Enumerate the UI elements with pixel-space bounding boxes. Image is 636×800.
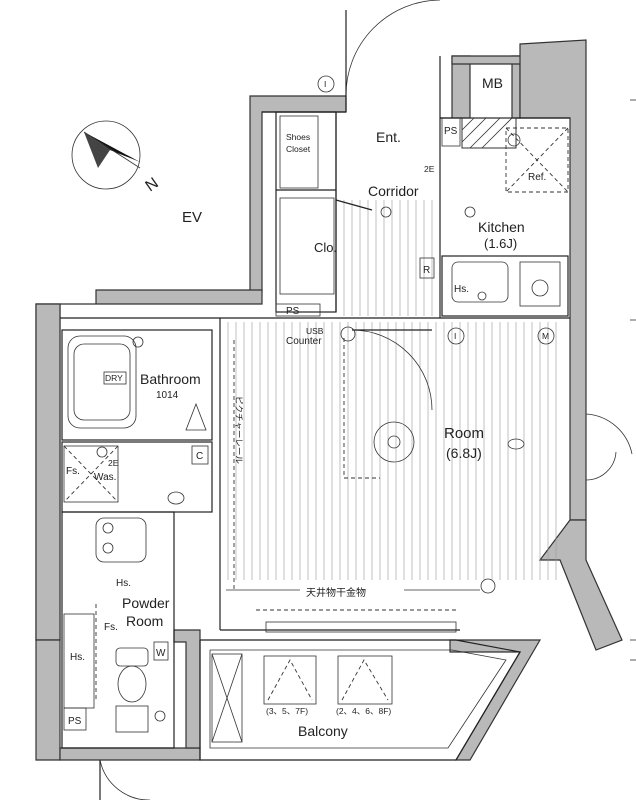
bathroom-size-label: 1014 — [156, 390, 179, 401]
counter-label: Counter — [286, 336, 322, 347]
balcony-note-1: (3、5、7F) — [266, 706, 308, 716]
edge-ticks — [630, 99, 636, 661]
marker-m-label: M — [542, 331, 549, 341]
kitchen-area-label: (1.6J) — [484, 236, 517, 251]
ps-top-label: PS — [444, 126, 458, 137]
powder-fs-label: Fs. — [104, 622, 118, 633]
usb-label: USB — [306, 326, 324, 336]
doors — [99, 0, 633, 800]
room-outlines — [60, 56, 570, 761]
compass-label: N — [143, 175, 162, 196]
corridor-label: Corridor — [368, 183, 419, 199]
exterior-walls — [35, 39, 623, 761]
kitchen-2e-label: 2E — [424, 164, 435, 174]
dryer-label: DRY — [105, 373, 123, 383]
closet-label: Clo. — [314, 240, 337, 255]
powder-w-label: W — [156, 648, 166, 659]
powder-room-label-1: Powder — [122, 595, 170, 611]
washer-label: Was. — [94, 472, 116, 483]
room-area-label: (6.8J) — [446, 445, 482, 461]
powder-hs-left-label: Hs. — [70, 652, 85, 663]
entrance-marker-label: I — [324, 79, 326, 89]
washer-fs-label: Fs. — [66, 466, 80, 477]
washer-2e-label: 2E — [108, 458, 119, 468]
balcony-label: Balcony — [298, 723, 348, 739]
kitchen-sink-label: Hs. — [454, 284, 469, 295]
shoes-closet-label: Shoes Closet — [286, 132, 312, 154]
powder-hs-label: Hs. — [116, 578, 131, 589]
room-label: Room — [444, 425, 484, 442]
marker-i-label: I — [454, 331, 456, 341]
mb-label: MB — [482, 75, 503, 91]
elevator-label: EV — [182, 209, 202, 226]
ps-bottom-label: PS — [68, 716, 82, 727]
picture-rail-label: ピクチャーレール — [234, 396, 244, 464]
balcony-note-2: (2、4、6、8F) — [336, 706, 391, 716]
range-hood-label: R — [423, 265, 430, 276]
ceiling-drying-label: 天井物干金物 — [306, 586, 366, 599]
entrance-label: Ent. — [376, 129, 401, 145]
powder-room-label-2: Room — [126, 613, 163, 629]
bathroom-label: Bathroom — [140, 371, 201, 387]
kitchen-label: Kitchen — [478, 219, 525, 235]
ps-hatched — [461, 117, 517, 149]
ps-corridor-label: PS — [286, 306, 300, 317]
compass-icon — [71, 120, 141, 190]
refrigerator-label: Ref. — [528, 172, 546, 183]
bath-c-label: C — [196, 451, 203, 462]
ceiling-light-icon — [373, 421, 415, 463]
floor-hatching — [227, 200, 557, 580]
